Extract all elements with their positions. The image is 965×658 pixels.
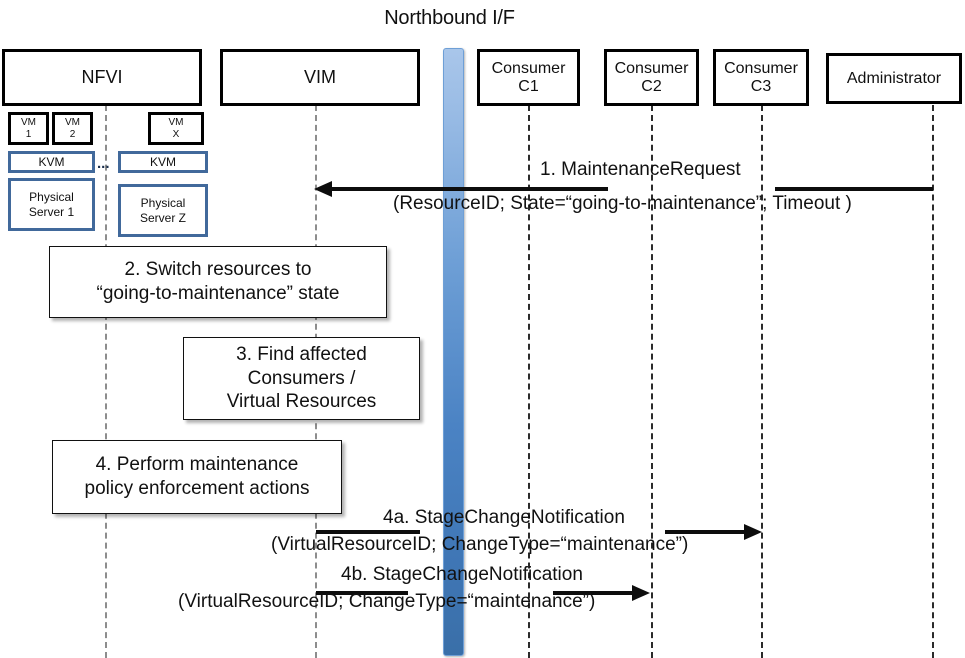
vm1-label: VM (21, 117, 36, 129)
message-4a-line-left (316, 530, 420, 534)
actor-consumer-c3[interactable]: Consumer C3 (713, 49, 809, 106)
note-step-3: 3. Find affected Consumers / Virtual Res… (183, 337, 420, 420)
message-4b-label-line1: 4b. StageChangeNotification (341, 564, 583, 585)
message-4b-line-right (553, 591, 633, 595)
lifeline-administrator (932, 105, 934, 658)
northbound-interface-bar (443, 48, 464, 656)
vm-box-vm2: VM 2 (52, 112, 93, 145)
actor-vim[interactable]: VIM (220, 49, 420, 106)
note-step-4-line1: 4. Perform maintenance (95, 454, 299, 476)
actor-consumer-c3-label: Consumer (724, 59, 798, 77)
serverz-line1: Physical (140, 196, 186, 211)
note-step-2: 2. Switch resources to “going-to-mainten… (49, 246, 387, 318)
actor-consumer-c3-id: C3 (750, 77, 772, 95)
message-4b-line-left (316, 591, 408, 595)
actor-administrator[interactable]: Administrator (826, 53, 962, 104)
note-step-4-line2: policy enforcement actions (84, 478, 310, 499)
kvm-right-label: KVM (149, 154, 176, 169)
message-4a-arrowhead (744, 524, 762, 540)
lifeline-consumer-c3 (761, 105, 763, 658)
actor-nfvi-label: NFVI (81, 67, 123, 88)
note-step-2-line2: “going-to-maintenance” state (96, 283, 340, 304)
page-title: Northbound I/F (0, 7, 965, 30)
vmx-index: X (172, 128, 180, 140)
lifeline-consumer-c2 (651, 105, 653, 658)
vm2-label: VM (65, 117, 80, 129)
kvm-left-label: KVM (38, 154, 65, 169)
vm1-index: 1 (25, 128, 32, 140)
vm2-index: 2 (69, 128, 76, 140)
page-title-text: Northbound I/F (384, 7, 515, 29)
actor-administrator-label: Administrator (846, 69, 942, 87)
actor-consumer-c2-label: Consumer (614, 59, 689, 77)
vmx-label: VM (168, 117, 184, 129)
actor-consumer-c2-id: C2 (641, 77, 662, 95)
message-4b-label-line2: (VirtualResourceID; ChangeType=“maintena… (178, 591, 596, 612)
actor-vim-label: VIM (303, 67, 336, 88)
note-step-3-line1: 3. Find affected (236, 343, 367, 365)
message-1-arrowhead (314, 181, 332, 197)
message-1-label-line2: (ResourceID; State=“going-to-maintenance… (393, 193, 852, 214)
message-1-line-right (775, 187, 933, 191)
vm-box-vm1: VM 1 (8, 112, 49, 145)
physical-server-z: Physical Server Z (118, 184, 208, 237)
vm-box-vmx: VM X (148, 112, 204, 145)
message-1-line-left (330, 187, 608, 191)
hypervisor-kvm-right: KVM (118, 151, 208, 173)
message-1-label-line1: 1. MaintenanceRequest (540, 159, 741, 180)
actor-consumer-c2[interactable]: Consumer C2 (604, 49, 699, 106)
ellipsis-icon: ... (97, 155, 110, 172)
actor-nfvi[interactable]: NFVI (2, 49, 202, 106)
lifeline-nfvi (105, 105, 107, 658)
actor-consumer-c1-id: C1 (518, 77, 539, 95)
actor-consumer-c1[interactable]: Consumer C1 (477, 49, 580, 106)
note-step-3-line2: Consumers / (247, 367, 356, 389)
note-step-3-line3: Virtual Resources (226, 391, 377, 413)
actor-consumer-c1-label: Consumer (491, 59, 566, 77)
note-step-2-line1: 2. Switch resources to (124, 259, 312, 281)
hypervisor-kvm-left: KVM (8, 151, 95, 173)
message-4a-label-line2: (VirtualResourceID; ChangeType=“maintena… (271, 534, 689, 555)
message-4a-label-line1: 4a. StageChangeNotification (383, 507, 625, 528)
serverz-line2: Server Z (139, 210, 186, 225)
physical-server-1: Physical Server 1 (8, 178, 95, 231)
lifeline-consumer-c1 (528, 105, 530, 658)
message-4a-line-right (665, 530, 745, 534)
note-step-4: 4. Perform maintenance policy enforcemen… (52, 440, 342, 514)
server1-line2: Server 1 (28, 204, 75, 219)
server1-line1: Physical (29, 190, 74, 205)
message-4b-arrowhead (632, 585, 650, 601)
